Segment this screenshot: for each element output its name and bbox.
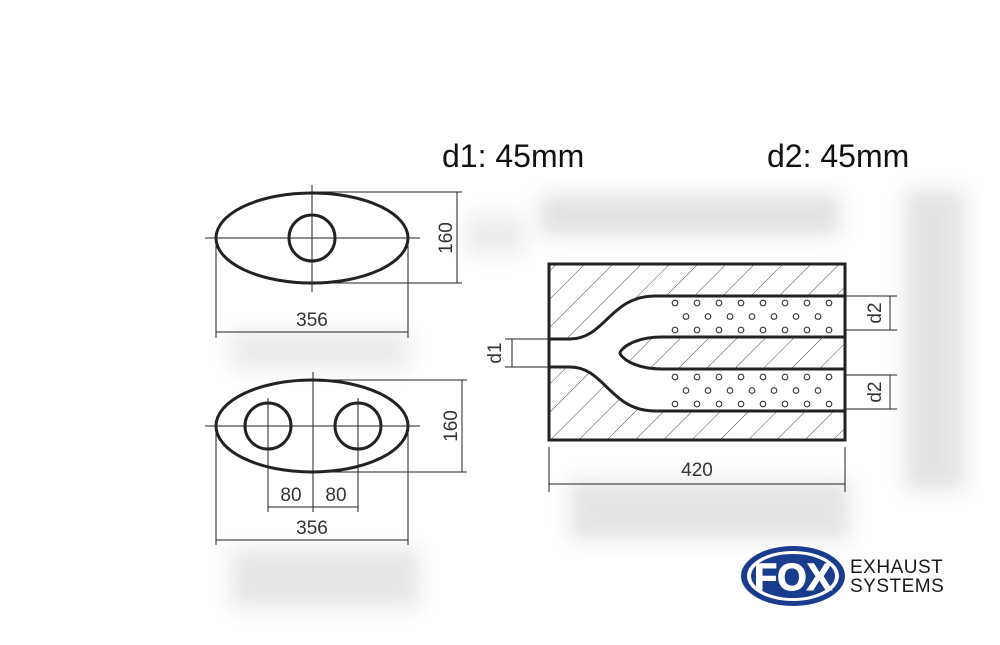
perforation-hole [759, 299, 767, 307]
perforation-hole [781, 400, 789, 408]
perforation-hole [792, 313, 800, 320]
side-view-section [505, 262, 897, 492]
perforation-hole [704, 387, 712, 394]
perforation-hole [781, 373, 789, 381]
logo-line2: SYSTEMS [850, 576, 945, 597]
perforation-hole [770, 313, 778, 320]
perforation-hole [803, 400, 811, 408]
d1-spec: d1: 45mm [442, 138, 585, 174]
perforation-hole [671, 326, 679, 334]
single-height-label: 160 [436, 222, 457, 254]
perforation-hole [682, 387, 690, 394]
double-height-label: 160 [441, 410, 462, 442]
double-offset-right-label: 80 [325, 485, 346, 506]
perforation-hole [715, 400, 723, 408]
perforation-hole [803, 299, 811, 307]
double-width-label: 356 [296, 518, 328, 539]
perforation-hole [671, 299, 679, 307]
perforation-hole [737, 326, 745, 334]
y-pipe-channel [547, 294, 847, 413]
perforation-hole [748, 313, 756, 320]
perforation-hole [814, 387, 822, 394]
perforation-hole [715, 326, 723, 334]
perforation-holes-bottom [671, 373, 833, 408]
side-d1-label: d1 [485, 342, 506, 363]
perforation-hole [671, 373, 679, 381]
perforation-hole [792, 387, 800, 394]
perforation-hole [671, 400, 679, 408]
double-offset-left-label: 80 [280, 485, 301, 506]
perforation-hole [693, 326, 701, 334]
perforation-hole [682, 313, 690, 320]
perforation-hole [814, 313, 822, 320]
perforation-hole [759, 400, 767, 408]
perforation-hole [737, 400, 745, 408]
perforation-hole [748, 387, 756, 394]
perforation-hole [693, 373, 701, 381]
perforation-hole [825, 400, 833, 408]
perforation-hole [825, 299, 833, 307]
perforation-hole [715, 373, 723, 381]
perforation-hole [759, 373, 767, 381]
perforation-hole [726, 313, 734, 320]
background-shadows [230, 190, 965, 608]
perforation-hole [781, 326, 789, 334]
perforation-hole [803, 373, 811, 381]
front-view-single [205, 185, 462, 338]
side-length-label: 420 [681, 460, 713, 481]
side-d2-top-label: d2 [865, 302, 886, 323]
single-width-label: 356 [296, 310, 328, 331]
side-d2-bottom-label: d2 [865, 381, 886, 402]
perforation-hole [770, 387, 778, 394]
perforation-hole [825, 326, 833, 334]
perforation-hole [726, 387, 734, 394]
perforation-hole [781, 299, 789, 307]
perforation-hole [693, 299, 701, 307]
logo-line1: EXHAUST [850, 557, 944, 578]
perforation-hole [759, 326, 767, 334]
front-view-double [205, 372, 467, 545]
perforation-hole [715, 299, 723, 307]
perforation-hole [737, 299, 745, 307]
fox-logo-mark: FOX [741, 546, 845, 606]
perforation-hole [737, 373, 745, 381]
perforation-hole [803, 326, 811, 334]
d2-spec: d2: 45mm [767, 138, 910, 174]
fox-exhaust-logo: EXHAUST SYSTEMS [740, 543, 970, 613]
perforation-hole [693, 400, 701, 408]
perforation-holes-top [671, 299, 833, 334]
perforation-hole [825, 373, 833, 381]
perforation-hole [704, 313, 712, 320]
logo-brand-text: FOX [754, 557, 833, 599]
